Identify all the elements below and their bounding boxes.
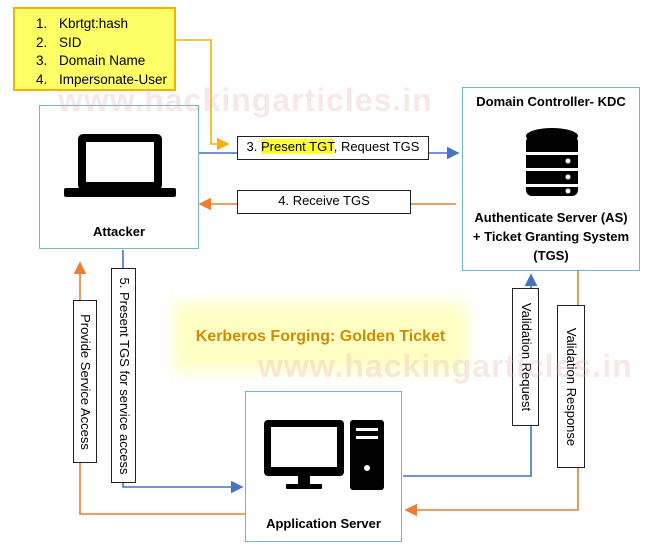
laptop-icon	[64, 134, 176, 197]
step4-label: 4. Receive TGS	[237, 190, 411, 214]
attacker-label: Attacker	[92, 224, 146, 239]
watermark: www.hackingarticles.in	[258, 348, 633, 384]
arrow-present-tgs	[122, 250, 244, 494]
prerequisites-list: Kbrtgt:hash SID Domain Name Impersonate-…	[31, 15, 174, 89]
arrow-provide-access	[73, 261, 245, 515]
arrow-validation-response	[404, 271, 579, 517]
prereq-item: Domain Name	[51, 52, 174, 71]
prereq-connector	[176, 39, 230, 151]
provide-access-label-box: Provide Service Access	[73, 300, 97, 463]
kdc-desc-line3: (TGS)	[533, 248, 569, 263]
diagram-title: Kerberos Forging: Golden Ticket	[195, 328, 446, 345]
prereq-item: SID	[51, 34, 174, 53]
diagram-title-box: Kerberos Forging: Golden Ticket	[184, 313, 457, 361]
kdc-node: Domain Controller- KDC Authenticate Serv…	[462, 87, 640, 271]
kdc-desc-line1: Authenticate Server (AS)	[474, 210, 628, 225]
attacker-node: Attacker	[39, 105, 199, 249]
validation-response-label-box: Validation Response	[557, 305, 585, 468]
kdc-desc-line2: + Ticket Granting System	[472, 229, 630, 244]
desktop-computer-icon	[264, 420, 384, 490]
application-server-label: Application Server	[266, 516, 381, 531]
database-server-icon	[526, 128, 578, 196]
prerequisites-box: Kbrtgt:hash SID Domain Name Impersonate-…	[13, 7, 176, 91]
prereq-item: Kbrtgt:hash	[51, 15, 174, 34]
step5-label-box: 5. Present TGS for service access	[111, 268, 136, 483]
provide-access-label: Provide Service Access	[78, 313, 93, 450]
kdc-title: Domain Controller- KDC	[476, 94, 626, 109]
validation-request-label-box: Validation Request	[512, 288, 539, 426]
application-server-node: Application Server	[245, 391, 402, 542]
step3-prefix: 3.	[246, 139, 261, 154]
step3-label: 3. Present TGT, Request TGS	[237, 136, 429, 160]
validation-response-label: Validation Response	[564, 327, 579, 446]
step3-highlight: Present TGT	[260, 139, 334, 154]
watermark: www.hackingarticles.in	[58, 82, 433, 118]
prereq-item: Impersonate-User	[51, 71, 174, 90]
step5-label: 5. Present TGS for service access	[116, 277, 132, 474]
step3-suffix: , Request TGS	[333, 139, 420, 154]
